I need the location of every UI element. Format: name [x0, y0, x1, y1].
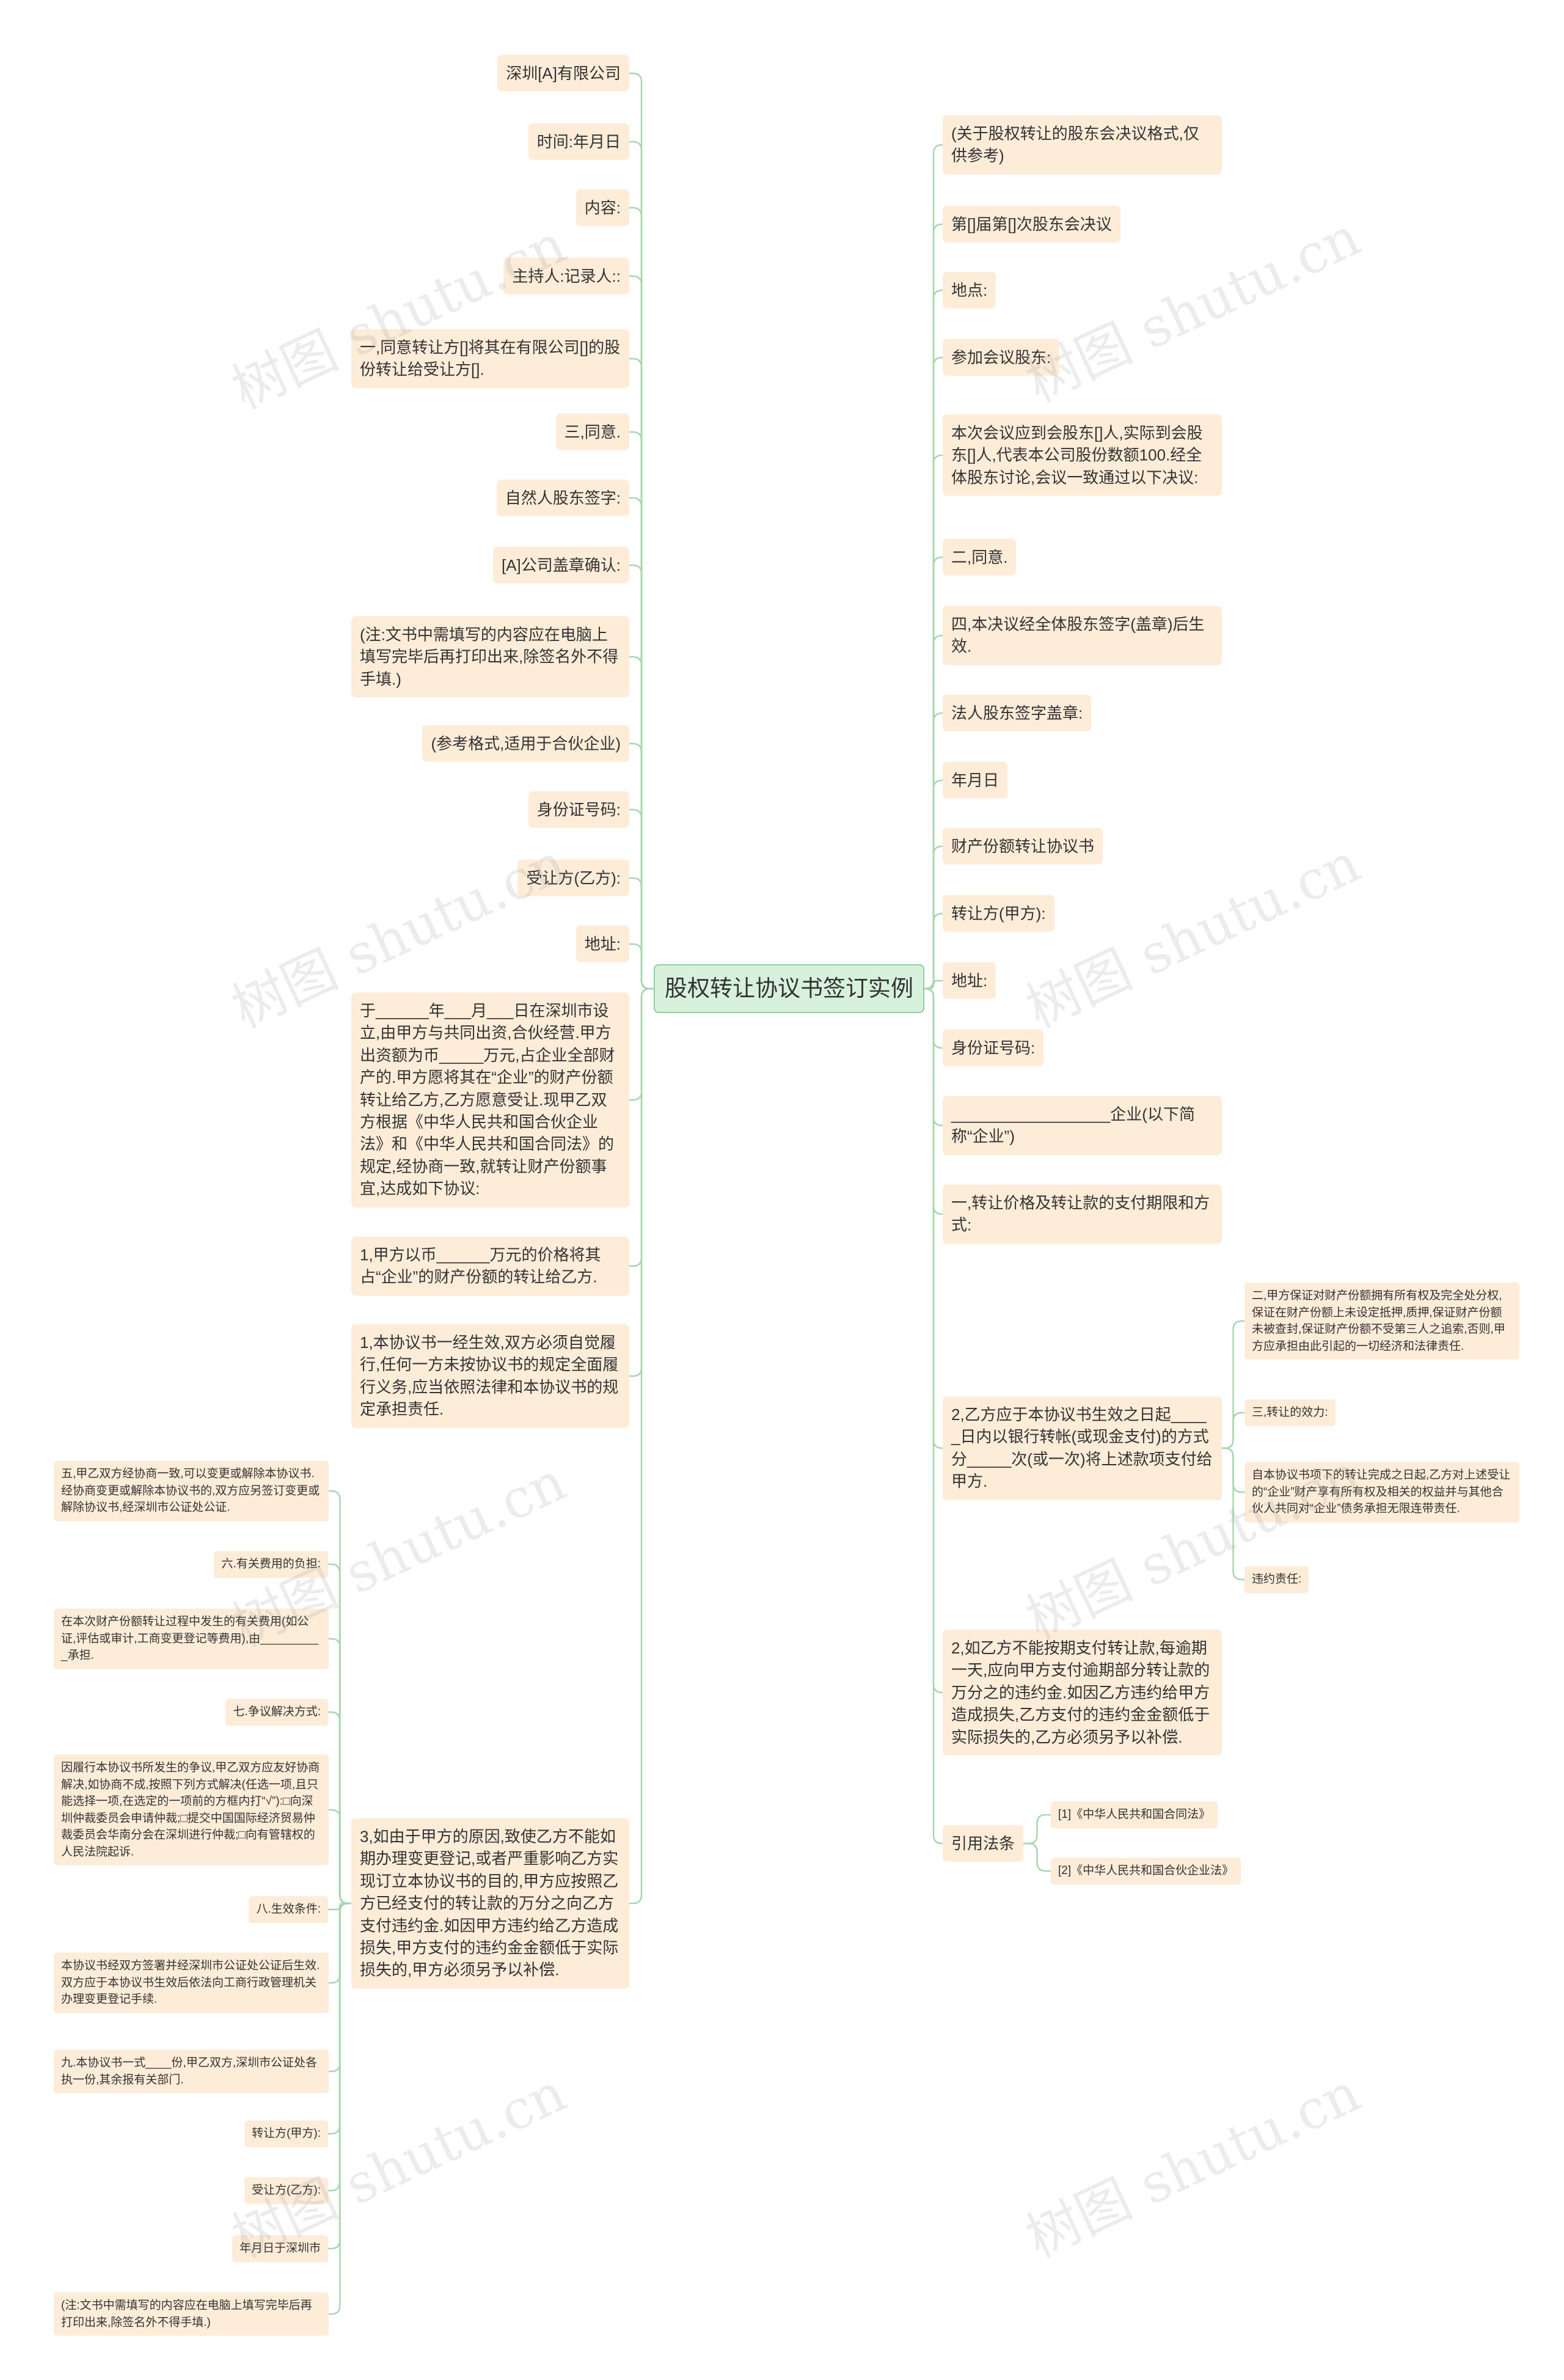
topic-node: 二,同意.: [943, 538, 1017, 576]
topic-node: 财产份额转让协议书: [943, 827, 1103, 865]
subtopic-node: 五,甲乙双方经协商一致,可以变更或解除本协议书.经协商变更或解除本协议书的,双方…: [54, 1460, 329, 1521]
connector-line: [329, 1809, 351, 1905]
topic-node: 三,同意.: [555, 413, 629, 451]
topic-node: 年月日: [943, 761, 1008, 799]
topic-node: 身份证号码:: [528, 791, 629, 829]
topic-node: 于______年___月___日在深圳市设立,由甲方与共同出资,合伙经营.甲方出…: [351, 992, 629, 1207]
topic-node: 深圳[A]有限公司: [497, 54, 629, 92]
topic-node: 四,本决议经全体股东签字(盖章)后生效.: [943, 606, 1222, 665]
topic-node: 身份证号码:: [943, 1029, 1044, 1067]
connector-line: [629, 943, 654, 990]
subtopic-node: 受让方(乙方):: [244, 2177, 328, 2204]
topic-node: 受让方(乙方):: [517, 859, 629, 897]
topic-node: 地址:: [576, 925, 629, 963]
connector-line: [1023, 1814, 1051, 1845]
connector-line: [924, 987, 943, 1845]
connector-line: [629, 987, 654, 1905]
topic-node: 法人股东签字盖章:: [943, 694, 1092, 732]
topic-node: 自然人股东签字:: [496, 479, 629, 517]
connector-line: [328, 1902, 351, 1911]
connector-line: [924, 979, 943, 990]
topic-node: 3,如由于甲方的原因,致使乙方不能如期办理变更登记,或者严重影响乙方实现订立本协…: [351, 1818, 629, 1989]
connector-line: [924, 912, 943, 990]
topic-node: [A]公司盖章确认:: [492, 546, 629, 584]
topic-node: 参加会议股东:: [943, 339, 1060, 376]
topic-node: __________________企业(以下简称“企业”): [943, 1096, 1222, 1155]
topic-node: 地址:: [943, 962, 996, 1000]
topic-node: 2,如乙方不能按期支付转让款,每逾期一天,应向甲方支付逾期部分转让款的万分之的违…: [943, 1630, 1222, 1756]
subtopic-node: 三,转让的效力:: [1244, 1399, 1336, 1426]
connector-line: [1222, 1412, 1244, 1449]
topic-node: 内容:: [576, 189, 629, 227]
topic-node: 地点:: [943, 271, 996, 309]
topic-node: 1,本协议书一经生效,双方必须自觉履行,任何一方未按协议书的规定全面履行义务,应…: [351, 1324, 629, 1428]
topic-node: 本次会议应到会股东[]人,实际到会股东[]人,代表本公司股份数额100.经全体股…: [943, 414, 1222, 496]
topic-node: (参考格式,适用于合伙企业): [422, 725, 629, 763]
topic-node: 1,甲方以币______万元的价格将其占“企业”的财产份额的转让给乙方.: [351, 1236, 629, 1296]
subtopic-node: 自本协议书项下的转让完成之日起,乙方对上述受让的“企业”财产享有所有权及相关的权…: [1244, 1462, 1519, 1523]
topic-node: 第[]届第[]次股东会决议: [943, 205, 1120, 243]
reference-node: [2]《中华人民共和国合伙企业法》: [1051, 1858, 1241, 1884]
connector-line: [1222, 1447, 1244, 1581]
topic-node: 2,乙方应于本协议书生效之日起_____日内以银行转帐(或现金支付)的方式分__…: [943, 1396, 1222, 1500]
topic-node: (注:文书中需填写的内容应在电脑上填写完毕后再打印出来,除签名外不得手填.): [351, 616, 629, 698]
topic-node: 一,转让价格及转让款的支付期限和方式:: [943, 1184, 1222, 1244]
reference-node: [1]《中华人民共和国合同法》: [1051, 1801, 1218, 1828]
central-topic: 股权转让协议书签订实例: [654, 964, 924, 1014]
topic-node: 时间:年月日: [528, 123, 629, 161]
subtopic-node: 本协议书经双方签署并经深圳市公证处公证后生效.双方应于本协议书生效后依法向工商行…: [54, 1952, 329, 2013]
subtopic-node: 八.生效条件:: [249, 1896, 328, 1923]
topic-node: 引用法条: [943, 1825, 1024, 1862]
topic-node: (关于股权转让的股东会决议格式,仅供参考): [943, 115, 1222, 175]
subtopic-node: 违约责任:: [1244, 1566, 1309, 1593]
subtopic-node: 年月日于深圳市: [232, 2235, 328, 2262]
subtopic-node: 因履行本协议书所发生的争议,甲乙双方应友好协商解决,如协商不成,按照下列方式解决…: [54, 1754, 329, 1866]
topic-node: 一,同意转让方[]将其在有限公司[]的股份转让给受让方[].: [351, 329, 629, 389]
subtopic-node: (注:文书中需填写的内容应在电脑上填写完毕后再打印出来,除签名外不得手填.): [54, 2292, 329, 2336]
subtopic-node: 在本次财产份额转让过程中发生的有关费用(如公证,评估或审计,工商变更登记等费用)…: [54, 1608, 329, 1669]
subtopic-node: 转让方(甲方):: [244, 2120, 328, 2147]
subtopic-node: 六.有关费用的负担:: [214, 1551, 328, 1578]
topic-node: 主持人:记录人::: [503, 257, 629, 295]
subtopic-node: 九.本协议书一式____份,甲乙双方,深圳市公证处各执一份,其余报有关部门.: [54, 2049, 329, 2093]
subtopic-node: 二,甲方保证对财产份额拥有所有权及完全处分权,保证在财产份额上未设定抵押,质押,…: [1244, 1282, 1519, 1360]
topic-node: 转让方(甲方):: [943, 895, 1054, 932]
subtopic-node: 七.争议解决方式:: [225, 1699, 328, 1726]
connector-line: [329, 1902, 351, 2315]
connector-line: [1023, 1842, 1051, 1872]
